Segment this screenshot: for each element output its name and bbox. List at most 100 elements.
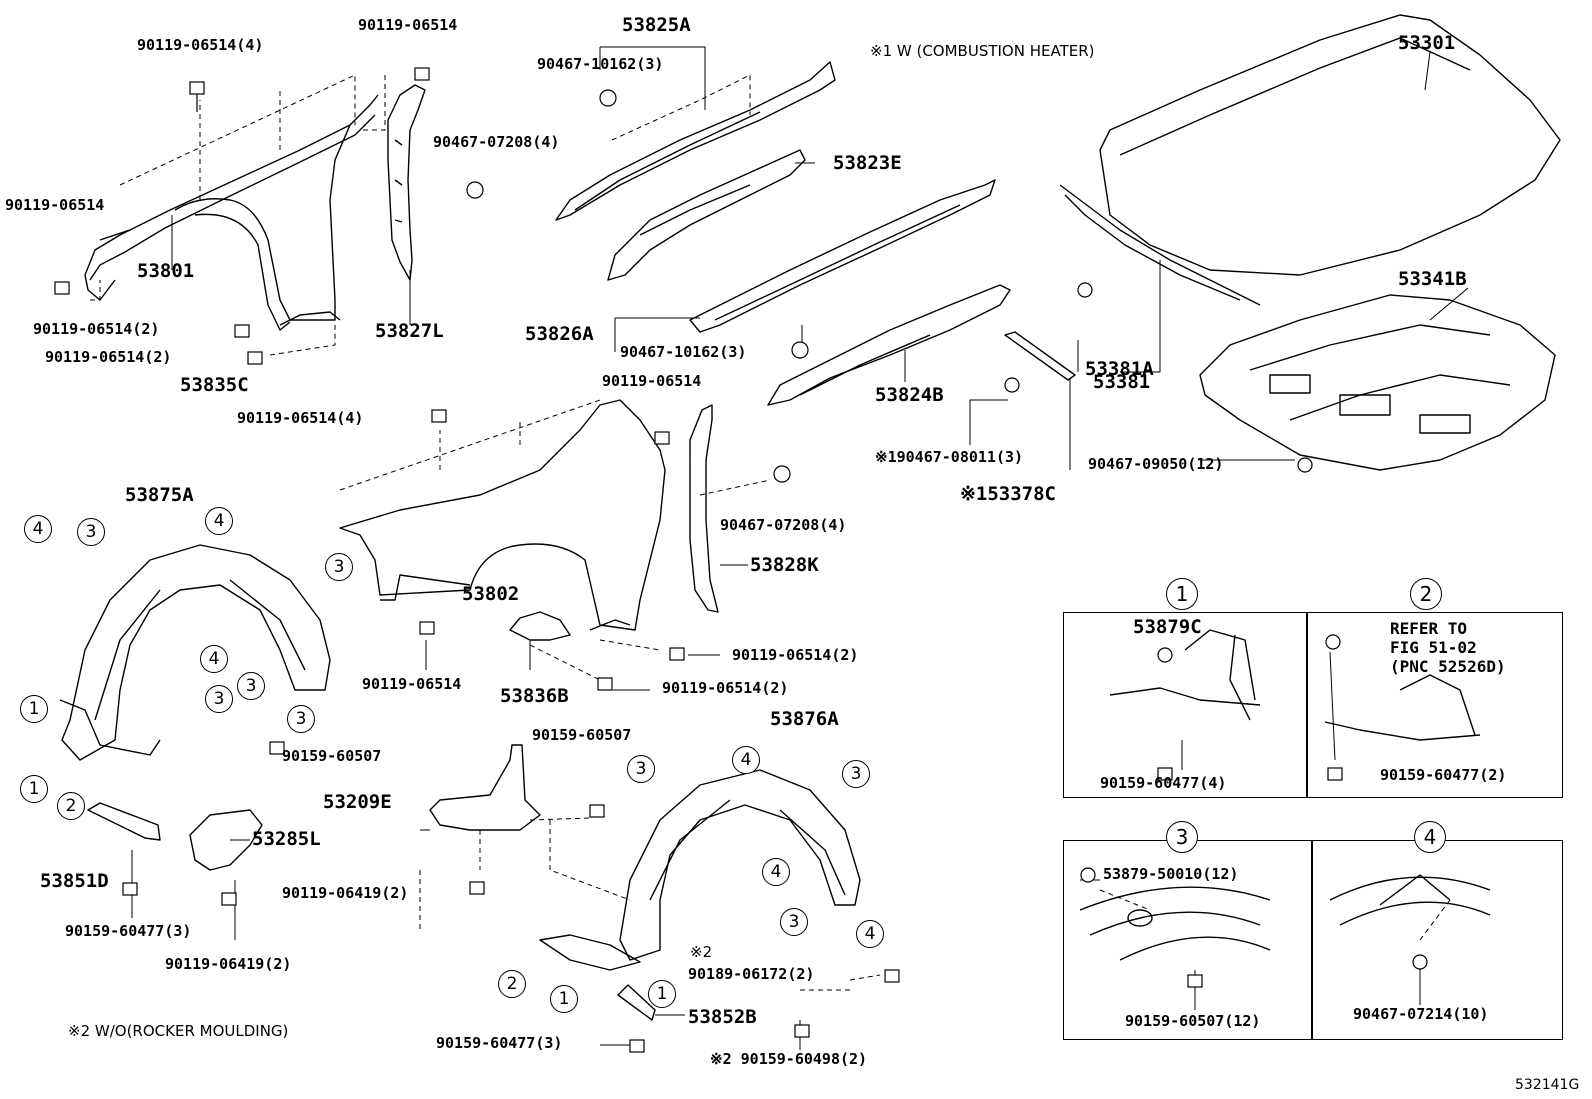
clip-symbol [466, 89, 1428, 970]
label-90159-60477-3-b: 90159-60477(3) [436, 1034, 563, 1052]
label-53828K: 53828K [750, 554, 819, 576]
hood-53301 [1059, 14, 1561, 306]
label-53824B: 53824B [875, 384, 944, 406]
callout-1: 1 [20, 695, 48, 723]
callout-3: 3 [237, 672, 265, 700]
label-90159-60477-3-a: 90159-60477(3) [65, 922, 192, 940]
label-53825A: 53825A [622, 14, 691, 36]
label-90119-06514-left: 90119-06514 [5, 196, 105, 214]
liner-53876A [539, 769, 861, 971]
label-90119-06514-4-top: 90119-06514(4) [137, 36, 264, 54]
label-90119-06514-2-d: 90119-06514(2) [662, 679, 789, 697]
detail-2-ref-line1: REFER TO [1390, 619, 1468, 638]
detail-3-part: 53879-50010(12) [1103, 865, 1239, 883]
label-90119-06514-2-c: 90119-06514(2) [732, 646, 859, 664]
label-90467-10162-3-top: 90467-10162(3) [537, 55, 664, 73]
detail-1-number: 1 [1166, 578, 1198, 610]
detail-box-2 [1306, 612, 1563, 798]
label-90159-60498-2: ※2 90159-60498(2) [710, 1050, 868, 1068]
callout-2: 2 [57, 792, 85, 820]
callout-1: 1 [550, 985, 578, 1013]
label-90119-06514-2-b: 90119-06514(2) [45, 348, 172, 366]
label-90467-10162-3-mid: 90467-10162(3) [620, 343, 747, 361]
callout-4: 4 [200, 645, 228, 673]
label-53876A: 53876A [770, 708, 839, 730]
label-90467-07208-4-mid: 90467-07208(4) [720, 516, 847, 534]
detail-box-1 [1063, 612, 1308, 798]
note-rocker-moulding: ※2 W/O(ROCKER MOULDING) [68, 1022, 289, 1040]
callout-3: 3 [205, 685, 233, 713]
detail-3-sketch [1079, 886, 1271, 961]
moulding-53852B [617, 984, 656, 1021]
label-90119-06514-top: 90119-06514 [358, 16, 458, 34]
detail-2-ref-line2: FIG 51-02 [1390, 638, 1477, 657]
label-90159-60507-b: 90159-60507 [532, 726, 632, 744]
label-53341B: 53341B [1398, 268, 1467, 290]
callout-3: 3 [77, 518, 105, 546]
panel-53826A [689, 179, 996, 333]
callout-2: 2 [498, 970, 526, 998]
detail-2-ref-line3: (PNC 52526D) [1390, 657, 1506, 676]
label-90119-06514-bot: 90119-06514 [362, 675, 462, 693]
bolt-symbol [54, 67, 1343, 1053]
detail-2-sketch [1324, 674, 1481, 741]
bracket-53827L [387, 84, 426, 281]
detail-2-number: 2 [1410, 578, 1442, 610]
callout-3: 3 [325, 553, 353, 581]
bracket-53828K [689, 404, 719, 613]
callout-4: 4 [762, 858, 790, 886]
label-53381: 53381 [1093, 371, 1151, 393]
detail-1-sketch [1109, 629, 1261, 721]
label-53851D: 53851D [40, 870, 109, 892]
callout-1: 1 [20, 775, 48, 803]
callout-1: 1 [648, 980, 676, 1008]
label-53823E: 53823E [833, 152, 902, 174]
label-90119-06419-2-a: 90119-06419(2) [282, 884, 409, 902]
detail-4-number: 4 [1414, 821, 1446, 853]
callout-4: 4 [732, 746, 760, 774]
callout-4: 4 [24, 515, 52, 543]
label-90467-08011-3: ※190467-08011(3) [875, 448, 1024, 466]
detail-1-part: 53879C [1133, 616, 1202, 638]
label-90159-60507-a: 90159-60507 [282, 747, 382, 765]
callout-4: 4 [856, 920, 884, 948]
label-90119-06514-2-a: 90119-06514(2) [33, 320, 160, 338]
detail-1-fastener: 90159-60477(4) [1100, 774, 1227, 792]
bracket-53209E [429, 744, 541, 831]
label-53378C: ※153378C [960, 483, 1056, 505]
label-90119-06514-4-mid: 90119-06514(4) [237, 409, 364, 427]
figure-code: 532141G [1515, 1077, 1580, 1093]
callout-3: 3 [780, 908, 808, 936]
fender-53801 [84, 94, 379, 331]
callout-3: 3 [842, 760, 870, 788]
liner-53875A [59, 544, 331, 761]
label-90189-06172-2: 90189-06172(2) [688, 965, 815, 983]
callout-3: 3 [287, 705, 315, 733]
label-90467-09050-12: 90467-09050(12) [1088, 455, 1224, 473]
label-53836B: 53836B [500, 685, 569, 707]
label-53301: 53301 [1398, 32, 1456, 54]
moulding-53851D [87, 802, 161, 841]
panel-53825A [555, 61, 836, 221]
bracket-53378C [1004, 331, 1076, 381]
label-53802: 53802 [462, 583, 520, 605]
callout-3: 3 [627, 755, 655, 783]
label-53827L: 53827L [375, 320, 444, 342]
fender-53802 [339, 399, 666, 631]
panel-53823E [607, 149, 806, 281]
panel-53824B [767, 284, 1011, 406]
note-combustion-heater: ※1 W (COMBUSTION HEATER) [870, 42, 1095, 60]
insulator-53341B [1199, 294, 1556, 471]
label-53875A: 53875A [125, 484, 194, 506]
detail-4-sketch [1329, 874, 1491, 926]
detail-3-fastener: 90159-60507(12) [1125, 1012, 1261, 1030]
label-note-2-mark: ※2 [690, 943, 713, 961]
label-90119-06419-2-b: 90119-06419(2) [165, 955, 292, 973]
label-53835C: 53835C [180, 374, 249, 396]
label-53801: 53801 [137, 260, 195, 282]
label-90467-07208-4-top: 90467-07208(4) [433, 133, 560, 151]
detail-3-number: 3 [1166, 821, 1198, 853]
label-53852B: 53852B [688, 1006, 757, 1028]
label-90119-06514-mid: 90119-06514 [602, 372, 702, 390]
